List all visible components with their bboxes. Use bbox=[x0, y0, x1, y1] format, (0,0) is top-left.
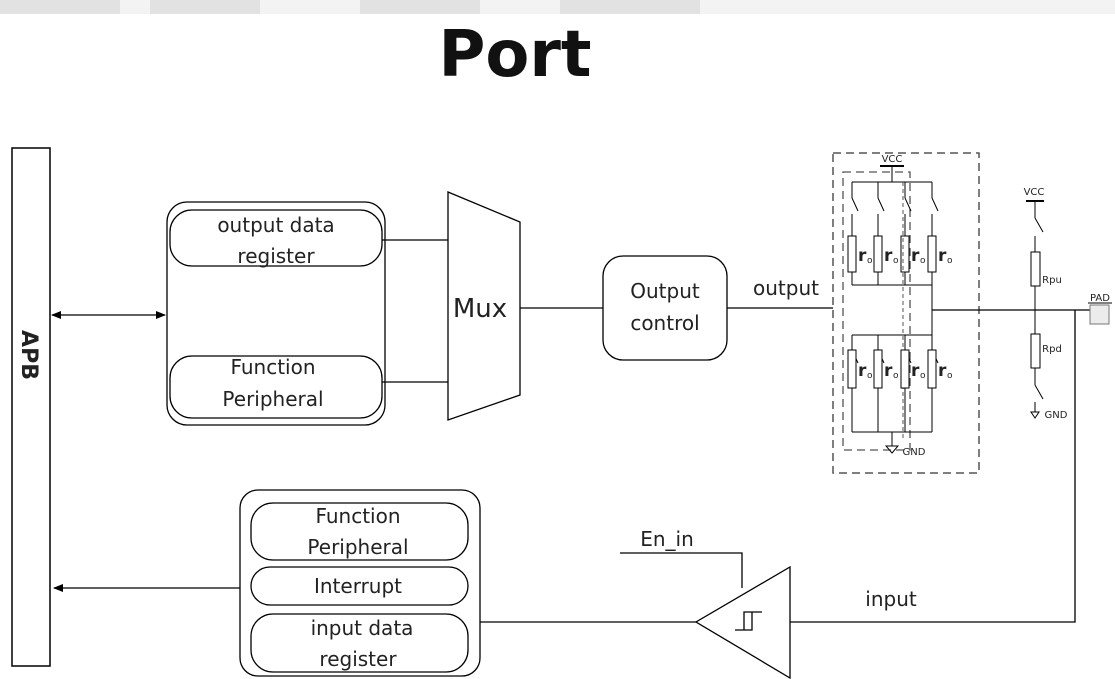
top-strip bbox=[0, 0, 1115, 14]
input-register-block: Function Peripheral Interrupt input data… bbox=[239, 489, 481, 677]
output-control-line2: control bbox=[630, 311, 699, 335]
input-function-line2: Peripheral bbox=[307, 535, 408, 559]
rpd-label: Rpd bbox=[1042, 344, 1062, 355]
input-signal-label: input bbox=[865, 587, 917, 611]
pad-label: PAD bbox=[1090, 293, 1110, 304]
apb-bus: APB bbox=[11, 147, 51, 667]
resistor-label-sub: o bbox=[947, 371, 953, 381]
resistor-label-sub: o bbox=[920, 371, 926, 381]
interrupt-label: Interrupt bbox=[314, 574, 402, 598]
resistor-label-sub: o bbox=[867, 371, 873, 381]
mux-label: Mux bbox=[453, 294, 507, 324]
resistor-label-sub: o bbox=[920, 256, 926, 266]
output-function-line1: Function bbox=[230, 355, 315, 379]
pull-vcc-label: VCC bbox=[1024, 187, 1045, 198]
apb-label: APB bbox=[16, 330, 41, 380]
rpu-label: Rpu bbox=[1042, 275, 1062, 286]
driver-vcc-label: VCC bbox=[882, 154, 903, 165]
mux: Mux bbox=[447, 191, 521, 421]
resistor-label: r bbox=[911, 246, 920, 266]
resistor-label: r bbox=[884, 361, 893, 381]
output-register-block: output data register Function Peripheral bbox=[166, 201, 386, 426]
driver-gnd-label: GND bbox=[903, 447, 926, 458]
resistor-label-sub: o bbox=[893, 256, 899, 266]
resistor-label: r bbox=[938, 246, 947, 266]
input-function-line1: Function bbox=[315, 504, 400, 528]
output-control-block: Output control bbox=[602, 255, 728, 361]
pull-gnd-label: GND bbox=[1045, 410, 1068, 421]
resistor-label: r bbox=[884, 246, 893, 266]
input-data-register-line1: input data bbox=[311, 616, 414, 640]
pull-resistors: VCC Rpu Rpd GND bbox=[1024, 187, 1068, 421]
output-data-register-line2: register bbox=[237, 244, 315, 268]
resistor-label-sub: o bbox=[867, 256, 873, 266]
output-signal-label: output bbox=[753, 276, 819, 300]
resistor-label-sub: o bbox=[947, 256, 953, 266]
en-in-label: En_in bbox=[640, 527, 694, 551]
input-buffer bbox=[694, 565, 791, 679]
output-function-line2: Peripheral bbox=[222, 387, 323, 411]
resistor-label: r bbox=[938, 361, 947, 381]
resistor-label: r bbox=[911, 361, 920, 381]
output-control-line1: Output bbox=[630, 279, 700, 303]
resistor-label-sub: o bbox=[893, 371, 899, 381]
resistor-label: r bbox=[858, 361, 867, 381]
resistor-label: r bbox=[858, 246, 867, 266]
pad: PAD bbox=[1088, 293, 1112, 325]
page-title: Port bbox=[438, 18, 592, 92]
output-data-register-line1: output data bbox=[217, 213, 334, 237]
input-data-register-line2: register bbox=[319, 647, 397, 671]
